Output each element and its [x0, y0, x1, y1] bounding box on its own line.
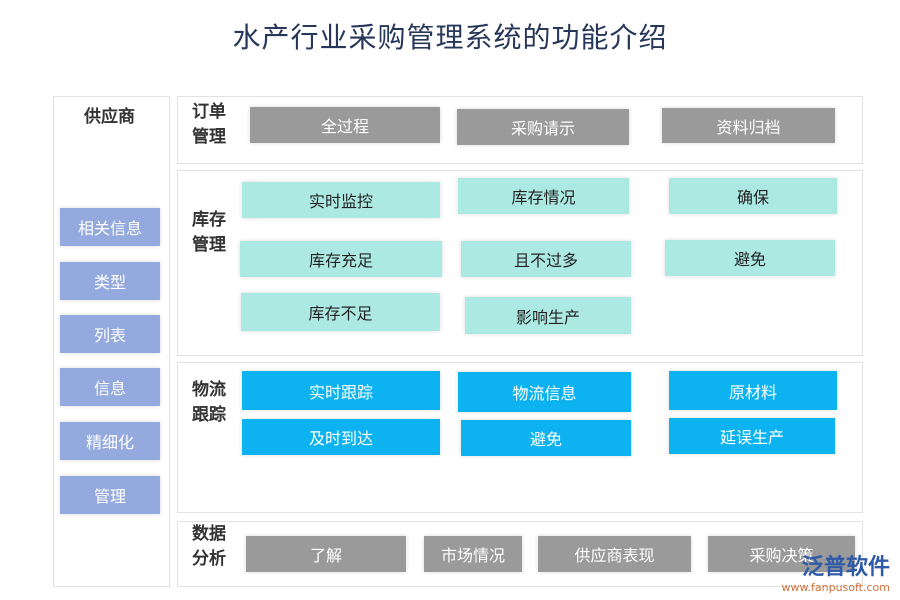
supplier-item: 精细化 [60, 422, 160, 460]
logistics-item: 原材料 [669, 371, 837, 410]
analysis-item: 市场情况 [424, 536, 522, 572]
inventory-item: 库存不足 [241, 293, 440, 331]
order-item: 全过程 [250, 107, 440, 143]
page-title: 水产行业采购管理系统的功能介绍 [232, 21, 668, 54]
analysis-label: 数据分析 [192, 524, 226, 569]
supplier-item: 信息 [60, 368, 160, 406]
analysis-item: 采购决策 [708, 536, 855, 572]
logistics-item: 延误生产 [669, 418, 835, 454]
watermark-brand: 泛普软件 [801, 555, 890, 580]
inventory-item: 库存充足 [240, 241, 442, 277]
inventory-item: 且不过多 [461, 241, 631, 277]
supplier-item: 管理 [60, 476, 160, 514]
supplier-label: 供应商 [84, 107, 135, 127]
inventory-item: 确保 [669, 178, 837, 214]
inventory-item: 避免 [665, 240, 835, 276]
inventory-item: 影响生产 [465, 297, 631, 334]
analysis-item: 供应商表现 [538, 536, 691, 572]
watermark-logo: 泛普软件 www.fanpusoft.com [782, 549, 890, 594]
logistics-item: 实时跟踪 [242, 371, 440, 410]
inventory-item: 库存情况 [458, 178, 629, 214]
watermark-url: www.fanpusoft.com [781, 581, 890, 594]
logistics-item: 避免 [461, 420, 631, 456]
logistics-item: 及时到达 [242, 419, 440, 455]
logistics-item: 物流信息 [458, 372, 631, 412]
supplier-item: 列表 [60, 315, 160, 353]
analysis-item: 了解 [246, 536, 406, 572]
supplier-item: 类型 [60, 262, 160, 300]
inventory-label: 库存管理 [192, 210, 226, 255]
inventory-item: 实时监控 [242, 182, 440, 218]
supplier-item: 相关信息 [60, 208, 160, 246]
order-item: 资料归档 [662, 108, 835, 143]
logistics-label: 物流跟踪 [192, 380, 226, 425]
order-item: 采购请示 [457, 109, 629, 145]
order-label: 订单管理 [192, 102, 226, 147]
